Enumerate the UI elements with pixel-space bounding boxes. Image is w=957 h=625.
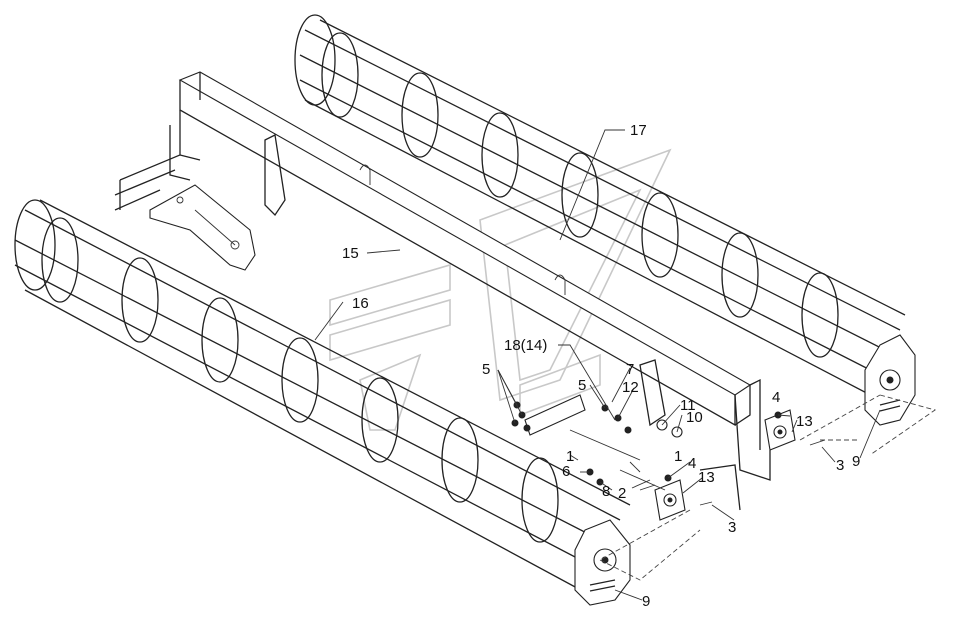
label-6: 6 [562, 463, 570, 480]
label-15: 15 [342, 245, 359, 262]
label-3-right: 3 [836, 457, 844, 474]
bearing-flange-right [764, 409, 796, 451]
label-17: 17 [630, 122, 647, 139]
label-2: 2 [618, 485, 626, 502]
label-4-left: 4 [688, 455, 696, 472]
label-1-left: 1 [566, 448, 574, 465]
label-7: 7 [626, 361, 634, 378]
label-13-right: 13 [796, 413, 813, 430]
label-13-left: 13 [698, 469, 715, 486]
watermark-logo [329, 148, 672, 431]
label-18-14: 18(14) [504, 337, 547, 354]
label-9-left: 9 [642, 593, 650, 610]
assembly-lines [599, 394, 937, 581]
label-16: 16 [352, 295, 369, 312]
main-frame-beam [114, 71, 771, 511]
label-1-right: 1 [674, 448, 682, 465]
label-4-right: 4 [772, 389, 780, 406]
left-mount-bracket [149, 184, 256, 271]
label-10: 10 [686, 409, 703, 426]
upper-roller [294, 14, 916, 426]
part-labels: 17 15 16 18(14) 5 7 5 12 11 10 4 13 1 1 … [342, 122, 860, 610]
label-12: 12 [622, 379, 639, 396]
bearing-flange-left [654, 479, 686, 521]
label-8: 8 [602, 483, 610, 500]
label-11: 11 [680, 397, 696, 414]
label-3-left: 3 [728, 519, 736, 536]
label-9-right: 9 [852, 453, 860, 470]
label-5-right: 5 [578, 377, 586, 394]
lower-roller [14, 199, 631, 606]
label-5-left: 5 [482, 361, 490, 378]
leader-lines [314, 129, 881, 601]
